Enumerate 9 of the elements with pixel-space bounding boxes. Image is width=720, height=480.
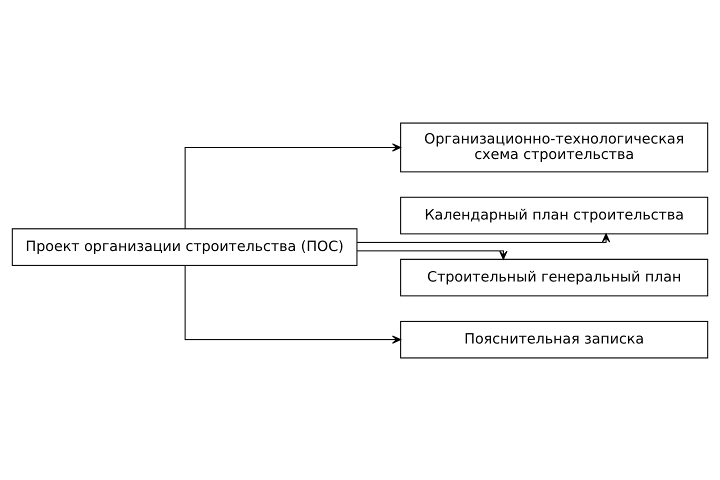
arrow	[184, 142, 402, 228]
node-box: Календарный план строительства	[400, 196, 708, 234]
node-box: Пояснительная записка	[400, 320, 708, 358]
arrow	[357, 232, 610, 242]
arrow	[184, 265, 402, 344]
arrow	[357, 250, 508, 260]
node-box: Строительный генеральный план	[400, 258, 708, 296]
node-box: Организационно-технологическая схема строительства	[400, 122, 708, 172]
node-box: Проект организации строительства (ПОС)	[12, 228, 358, 266]
